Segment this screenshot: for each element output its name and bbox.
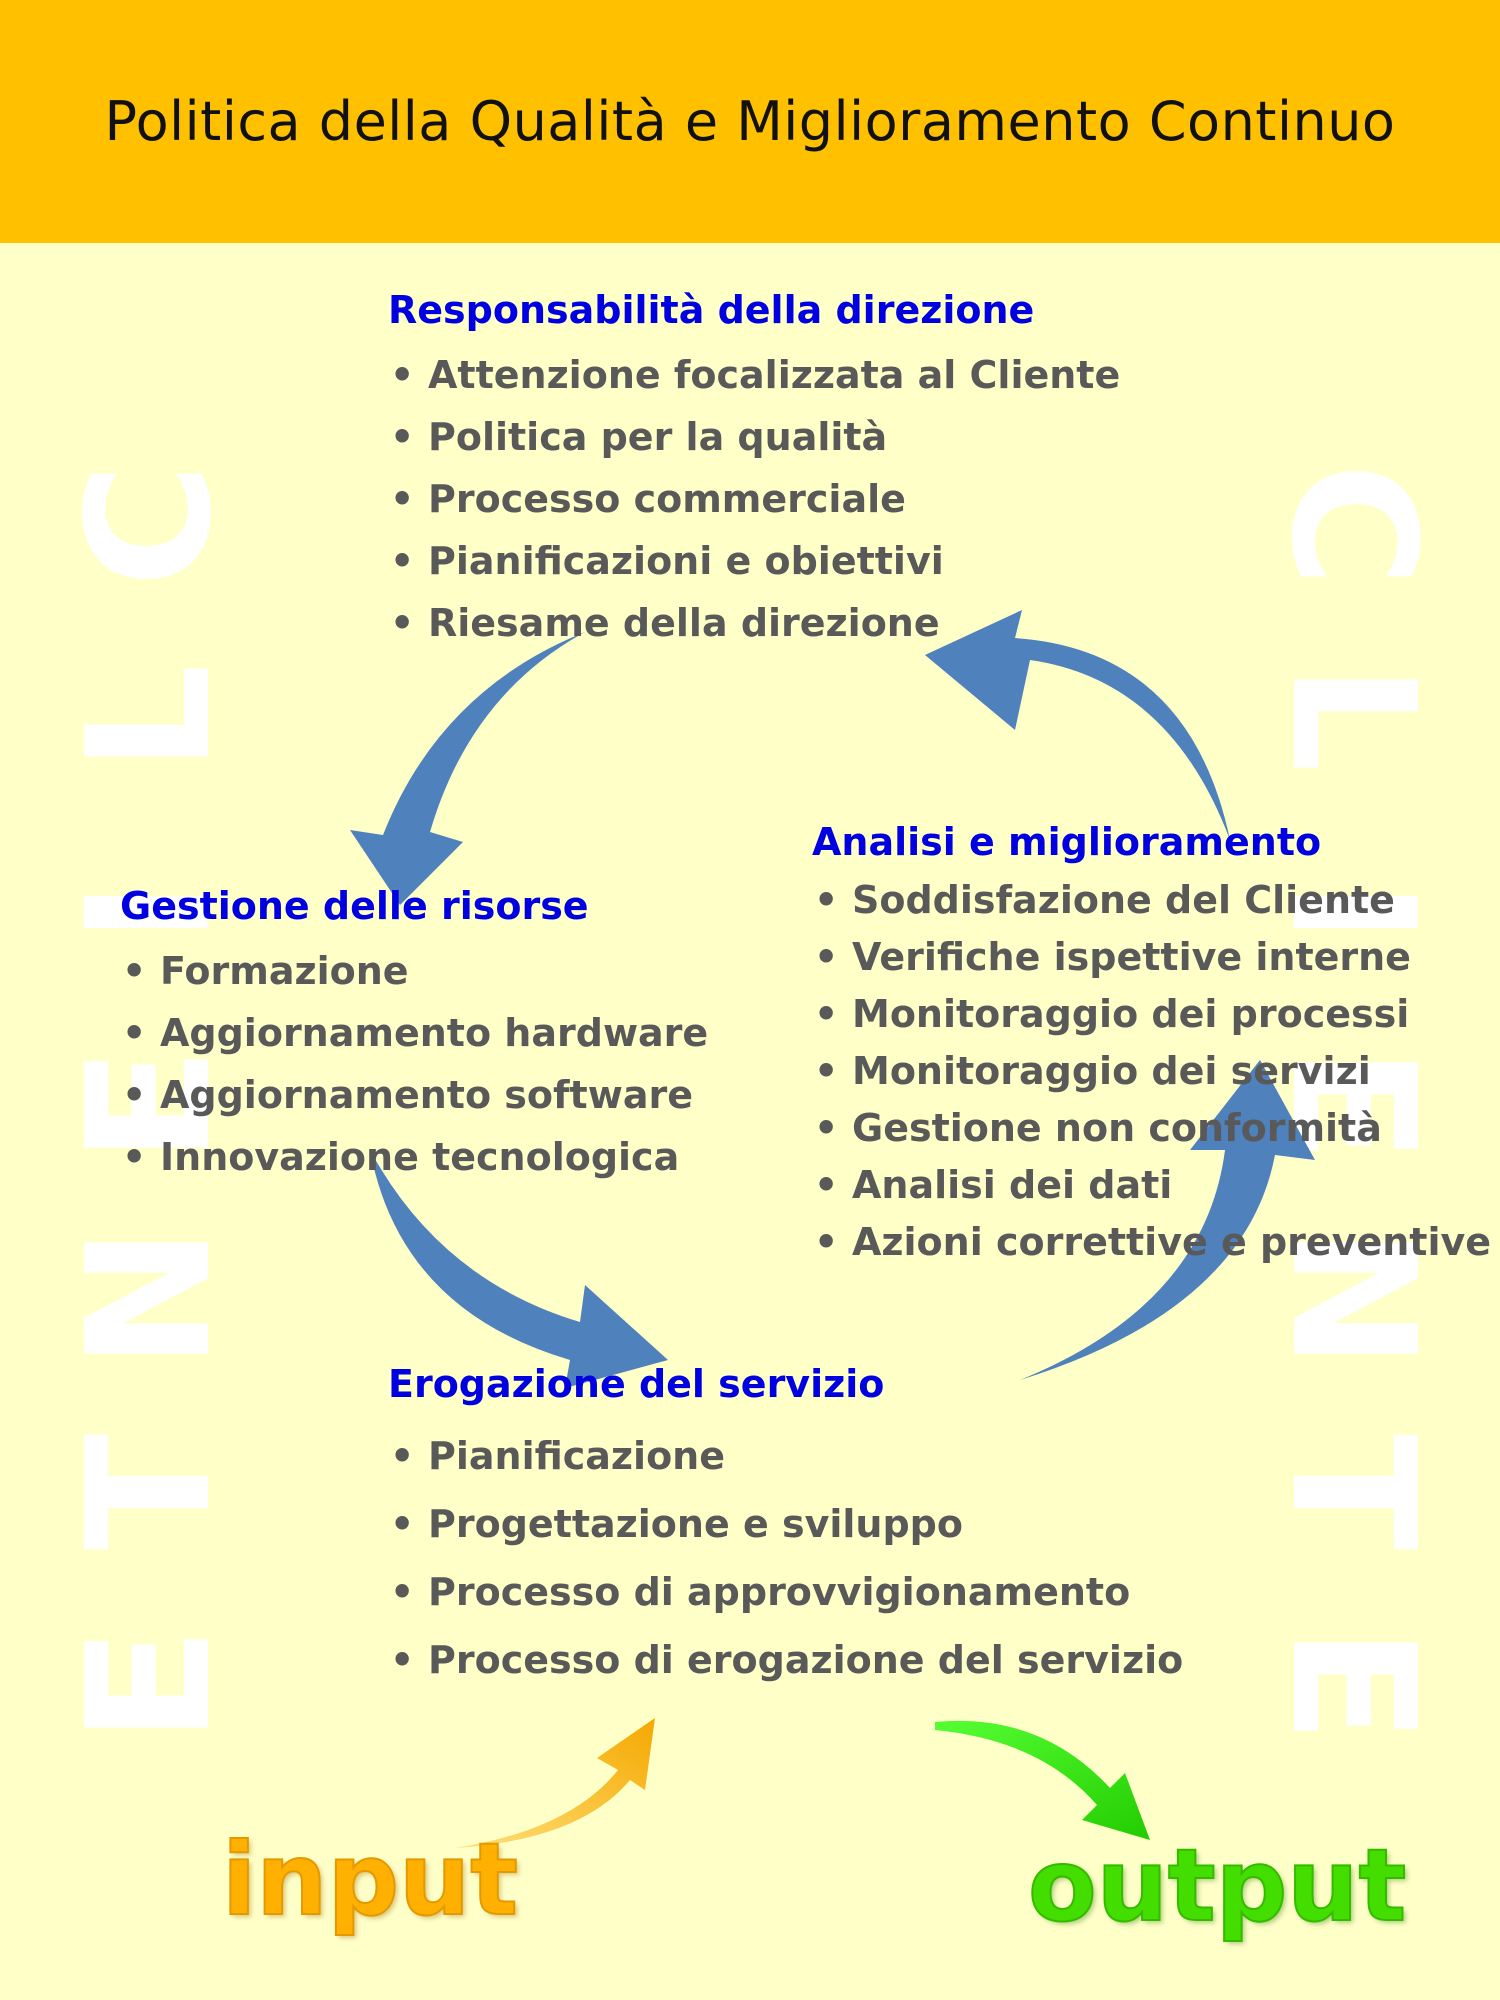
list-item: Processo di erogazione del servizio bbox=[388, 1626, 1183, 1694]
section-heading: Erogazione del servizio bbox=[388, 1362, 885, 1406]
input-label: input bbox=[221, 1821, 519, 1938]
output-label: output bbox=[1027, 1827, 1407, 1944]
section-erogazione: Erogazione del servizio Pianificazione P… bbox=[388, 1362, 1183, 1694]
section-list: Pianificazione Progettazione e sviluppo … bbox=[388, 1422, 1183, 1694]
list-item: Azioni correttive e preventive bbox=[812, 1214, 1491, 1271]
list-item: Processo di approvvigionamento bbox=[388, 1558, 1183, 1626]
list-item: Pianificazioni e obiettivi bbox=[388, 530, 1120, 592]
list-item: Verifiche ispettive interne bbox=[812, 929, 1491, 986]
page-title: Politica della Qualità e Miglioramento C… bbox=[104, 90, 1396, 153]
section-list: Attenzione focalizzata al Cliente Politi… bbox=[388, 344, 1120, 654]
list-item: Soddisfazione del Cliente bbox=[812, 872, 1491, 929]
list-item: Monitoraggio dei servizi bbox=[812, 1043, 1491, 1100]
list-item: Gestione non conformità bbox=[812, 1100, 1491, 1157]
header-banner: Politica della Qualità e Miglioramento C… bbox=[0, 0, 1500, 243]
section-list: Soddisfazione del Cliente Verifiche ispe… bbox=[812, 872, 1491, 1271]
list-item: Riesame della direzione bbox=[388, 592, 1120, 654]
arrow-responsabilita-to-gestione bbox=[350, 632, 585, 905]
section-heading: Responsabilità della direzione bbox=[388, 288, 1035, 332]
list-item: Aggiornamento software bbox=[120, 1064, 708, 1126]
list-item: Monitoraggio dei processi bbox=[812, 986, 1491, 1043]
list-item: Attenzione focalizzata al Cliente bbox=[388, 344, 1120, 406]
list-item: Formazione bbox=[120, 940, 708, 1002]
section-heading: Analisi e miglioramento bbox=[812, 820, 1322, 864]
arrow-gestione-to-erogazione bbox=[370, 1150, 668, 1388]
list-item: Analisi dei dati bbox=[812, 1157, 1491, 1214]
section-gestione: Gestione delle risorse Formazione Aggior… bbox=[120, 884, 708, 1188]
list-item: Pianificazione bbox=[388, 1422, 1183, 1490]
section-responsabilita: Responsabilità della direzione Attenzion… bbox=[388, 288, 1120, 654]
list-item: Progettazione e sviluppo bbox=[388, 1490, 1183, 1558]
list-item: Processo commerciale bbox=[388, 468, 1120, 530]
section-heading: Gestione delle risorse bbox=[120, 884, 589, 928]
section-list: Formazione Aggiornamento hardware Aggior… bbox=[120, 940, 708, 1188]
section-analisi: Analisi e miglioramento Soddisfazione de… bbox=[812, 820, 1491, 1271]
arrow-input bbox=[455, 1718, 655, 1848]
list-item: Politica per la qualità bbox=[388, 406, 1120, 468]
arrow-analisi-to-responsabilita bbox=[925, 610, 1230, 840]
list-item: Aggiornamento hardware bbox=[120, 1002, 708, 1064]
list-item: Innovazione tecnologica bbox=[120, 1126, 708, 1188]
arrow-output bbox=[935, 1720, 1150, 1840]
